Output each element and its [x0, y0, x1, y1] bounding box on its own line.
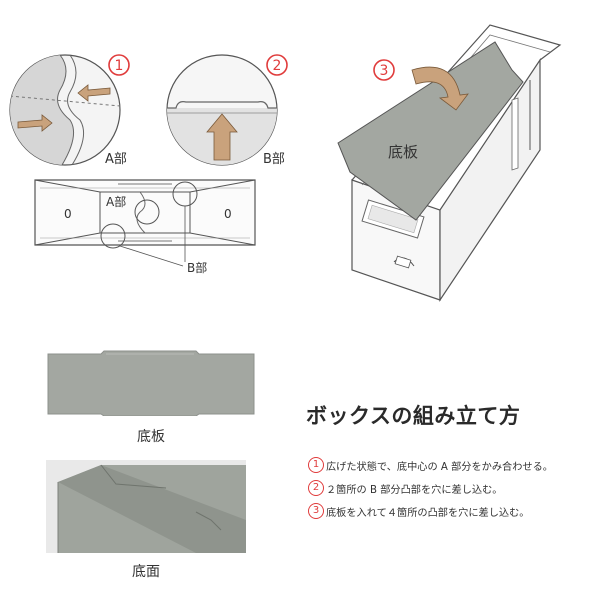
step-1: 1 広げた状態で、底中心の A 部分をかみ合わせる。 [308, 457, 598, 473]
label-bottom-board: 底板 [388, 143, 418, 161]
bottom-board-shape [337, 41, 524, 221]
box-bottom-photo [46, 460, 246, 553]
label-circle-left: 0 [64, 207, 72, 221]
label-a-part-box: A部 [106, 194, 126, 209]
svg-text:1: 1 [115, 58, 124, 74]
marker-2: 2 [266, 54, 288, 76]
up-arrow-icon [206, 113, 238, 161]
bottom-caption: 底面 [132, 564, 160, 580]
unfolded-box-outline [34, 179, 256, 267]
marker-3: 3 [373, 59, 395, 81]
step-text: 広げた状態で、底中心の A 部分をかみ合わせる。 [326, 461, 553, 473]
step-number: 3 [308, 503, 324, 519]
label-circle-right: 0 [224, 207, 232, 221]
label-b-part-box: B部 [187, 260, 207, 275]
arrow-icon [17, 84, 111, 132]
step-3: 3 底板を入れて４箇所の凸部を穴に差し込む。 [308, 503, 598, 519]
detail-circle-a-part [9, 54, 121, 166]
board-caption: 底板 [137, 429, 165, 445]
marker-1: 1 [108, 54, 130, 76]
step-number: 2 [308, 480, 324, 496]
label-b-part-detail: B部 [263, 152, 285, 167]
step-text: 底板を入れて４箇所の凸部を穴に差し込む。 [326, 507, 530, 519]
step-2: 2 ２箇所の B 部分凸部を穴に差し込む。 [308, 480, 598, 496]
step-text: ２箇所の B 部分凸部を穴に差し込む。 [326, 484, 503, 496]
bottom-board-photo [47, 350, 255, 416]
curved-arrow-icon [411, 66, 469, 111]
assembly-diagram: 1 2 3 A部 B部 A部 B部 0 0 底板 [9, 24, 562, 302]
step-number: 1 [308, 457, 324, 473]
label-a-part-detail: A部 [105, 152, 127, 167]
svg-text:3: 3 [380, 63, 389, 79]
svg-text:2: 2 [273, 58, 282, 74]
instructions-title: ボックスの組み立て方 [306, 404, 521, 428]
